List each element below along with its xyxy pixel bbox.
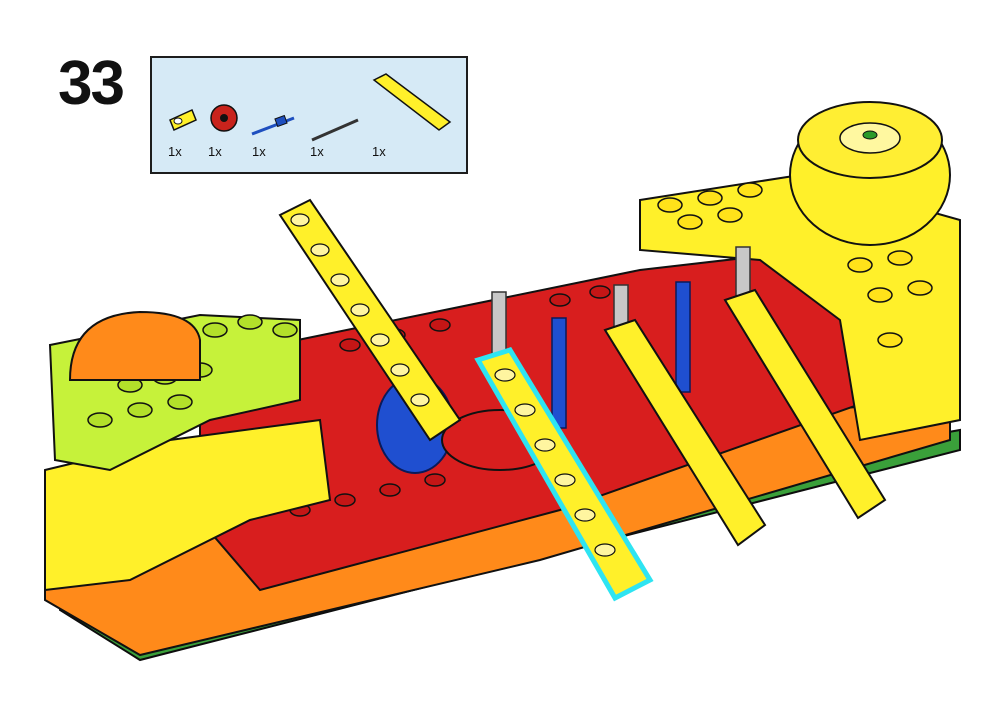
large-yellow-gear xyxy=(789,101,951,246)
technic-liftarm-small-part-icon xyxy=(169,108,197,132)
axle-connector-part-icon xyxy=(251,114,295,136)
parts-icons xyxy=(169,73,452,142)
axle-part-icon xyxy=(311,118,359,142)
liftarm-diagonal xyxy=(278,198,462,442)
part-qty-5: 1x xyxy=(372,144,386,159)
orange-curved-brick xyxy=(68,310,201,381)
part-qty-2: 1x xyxy=(208,144,222,159)
part-qty-3: 1x xyxy=(252,144,266,159)
liftarm-right-1 xyxy=(603,318,767,547)
parts-list-callout: 1x 1x 1x 1x 1x xyxy=(150,56,468,174)
part-qty-1: 1x xyxy=(168,144,182,159)
part-qty-4: 1x xyxy=(310,144,324,159)
gear-part-icon xyxy=(210,104,238,132)
liftarm-right-2 xyxy=(723,288,887,520)
liftarm-highlighted-new-part xyxy=(474,347,654,602)
step-number: 33 xyxy=(58,49,125,118)
yellow-right-studs xyxy=(657,182,933,348)
technic-liftarm-long-part-icon xyxy=(372,73,452,131)
